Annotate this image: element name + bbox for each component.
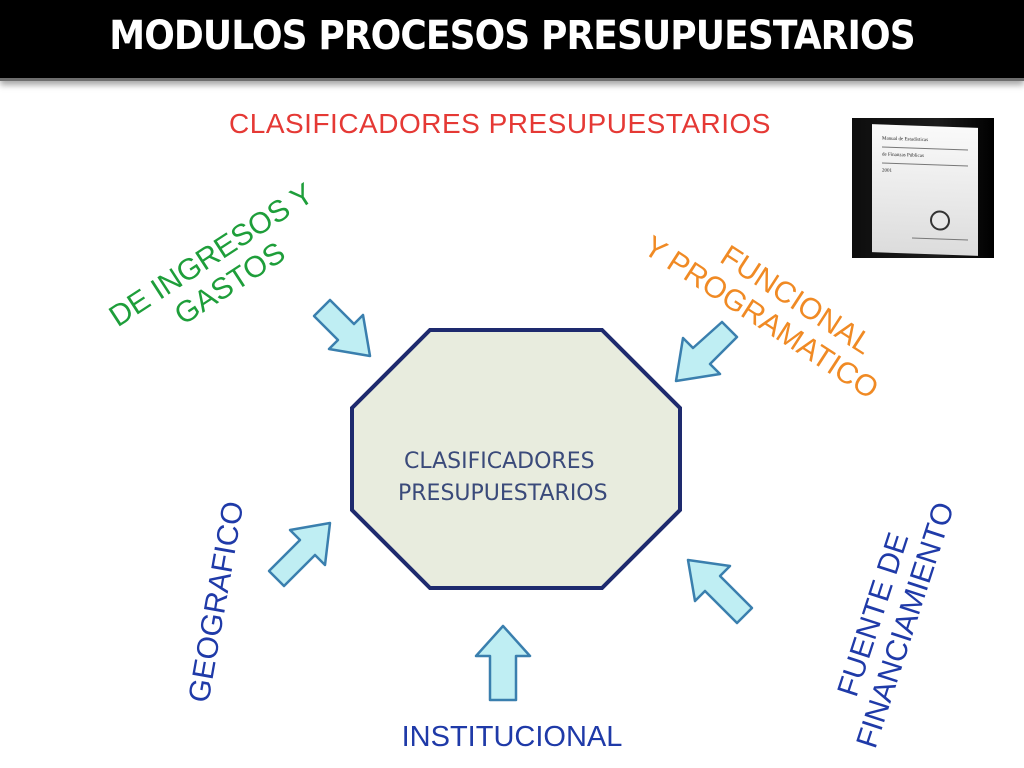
arrow-ingresos (312, 298, 372, 358)
title-bar: MODULOS PROCESOS PRESUPUESTARIOS (0, 0, 1024, 81)
center-octagon (350, 328, 682, 590)
subtitle: CLASIFICADORES PRESUPUESTARIOS (229, 108, 771, 139)
label-institucional: INSTITUCIONAL (401, 721, 623, 753)
center-label-line1: CLASIFICADORES (404, 449, 595, 474)
center-label-line2: PRESUPUESTARIOS (398, 481, 608, 506)
manual-book-image: Manual de Estadísticas de Finanzas Públi… (852, 118, 994, 258)
arrow-geografico (267, 521, 332, 588)
arrow-up-institucional (474, 624, 532, 702)
page-title: MODULOS PROCESOS PRESUPUESTARIOS (109, 13, 915, 59)
arrow-funcional (674, 320, 739, 383)
center-label: CLASIFICADORES PRESUPUESTARIOS (380, 446, 652, 510)
arrow-fuente (686, 558, 754, 625)
